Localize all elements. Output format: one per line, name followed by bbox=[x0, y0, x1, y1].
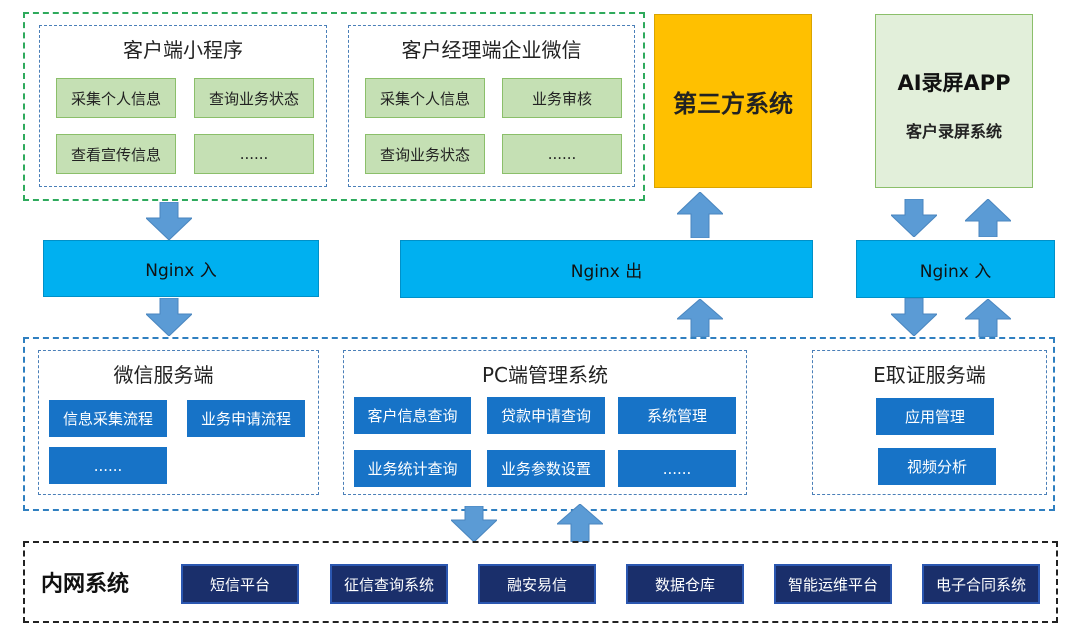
up-arrow-icon bbox=[677, 299, 723, 337]
ai-app-subtitle: 客户录屏系统 bbox=[905, 122, 1002, 141]
down-arrow-icon bbox=[146, 298, 192, 336]
credit-query-system[interactable]: 征信查询系统 bbox=[330, 564, 448, 604]
down-arrow-icon bbox=[146, 202, 192, 240]
data-warehouse[interactable]: 数据仓库 bbox=[626, 564, 744, 604]
wechat-server-title: 微信服务端 bbox=[113, 363, 214, 387]
e-evidence-panel: E取证服务端 应用管理 视频分析 bbox=[812, 350, 1047, 495]
mini-collect-info[interactable]: 采集个人信息 bbox=[56, 78, 176, 118]
mgr-business-review[interactable]: 业务审核 bbox=[502, 78, 622, 118]
system-management[interactable]: 系统管理 bbox=[618, 397, 736, 434]
server-group bbox=[23, 337, 1055, 511]
business-param-settings[interactable]: 业务参数设置 bbox=[487, 450, 605, 487]
up-arrow-icon bbox=[677, 192, 723, 238]
third-party-box[interactable]: 第三方系统 bbox=[654, 14, 812, 188]
up-arrow-icon bbox=[965, 199, 1011, 237]
mini-view-promo[interactable]: 查看宣传信息 bbox=[56, 134, 176, 174]
customer-info-query[interactable]: 客户信息查询 bbox=[354, 397, 471, 434]
mini-more[interactable]: ...... bbox=[194, 134, 314, 174]
up-arrow-icon bbox=[965, 299, 1011, 337]
e-contract-system[interactable]: 电子合同系统 bbox=[922, 564, 1040, 604]
pc-admin-title: PC端管理系统 bbox=[481, 363, 609, 387]
wechat-server-panel: 微信服务端 信息采集流程 业务申请流程 ...... bbox=[38, 350, 319, 495]
intranet-group bbox=[23, 541, 1058, 623]
business-apply-flow[interactable]: 业务申请流程 bbox=[187, 400, 305, 437]
down-arrow-icon bbox=[451, 506, 497, 542]
mgr-query-status[interactable]: 查询业务状态 bbox=[365, 134, 485, 174]
down-arrow-icon bbox=[891, 199, 937, 237]
mgr-more[interactable]: ...... bbox=[502, 134, 622, 174]
up-arrow-icon bbox=[557, 504, 603, 542]
nginx-in-left[interactable]: Nginx 入 bbox=[43, 240, 319, 297]
loan-apply-query[interactable]: 贷款申请查询 bbox=[487, 397, 605, 434]
pc-admin-panel: PC端管理系统 客户信息查询 贷款申请查询 系统管理 业务统计查询 业务参数设置… bbox=[343, 350, 747, 495]
ai-app-box[interactable]: AI录屏APP 客户录屏系统 bbox=[875, 14, 1033, 188]
intranet-title: 内网系统 bbox=[41, 572, 130, 597]
pc-admin-more[interactable]: ...... bbox=[618, 450, 736, 487]
info-collect-flow[interactable]: 信息采集流程 bbox=[49, 400, 167, 437]
wechat-more[interactable]: ...... bbox=[49, 447, 167, 484]
sms-platform[interactable]: 短信平台 bbox=[181, 564, 299, 604]
e-evidence-title: E取证服务端 bbox=[873, 363, 986, 387]
client-group bbox=[23, 12, 645, 201]
nginx-out-middle[interactable]: Nginx 出 bbox=[400, 240, 813, 298]
ai-app-title: AI录屏APP bbox=[897, 71, 1011, 95]
rongan-yixin[interactable]: 融安易信 bbox=[478, 564, 596, 604]
smart-ops-platform[interactable]: 智能运维平台 bbox=[774, 564, 892, 604]
third-party-title: 第三方系统 bbox=[673, 89, 793, 118]
nginx-in-right[interactable]: Nginx 入 bbox=[856, 240, 1055, 298]
video-analysis[interactable]: 视频分析 bbox=[878, 448, 996, 485]
mgr-collect-info[interactable]: 采集个人信息 bbox=[365, 78, 485, 118]
manager-wechat-panel: 客户经理端企业微信 采集个人信息 业务审核 查询业务状态 ...... bbox=[348, 25, 635, 187]
business-stats-query[interactable]: 业务统计查询 bbox=[354, 450, 471, 487]
mini-program-panel: 客户端小程序 采集个人信息 查询业务状态 查看宣传信息 ...... bbox=[39, 25, 327, 187]
down-arrow-icon bbox=[891, 298, 937, 336]
manager-wechat-title: 客户经理端企业微信 bbox=[401, 38, 582, 62]
mini-program-title: 客户端小程序 bbox=[123, 38, 243, 62]
app-management[interactable]: 应用管理 bbox=[876, 398, 994, 435]
mini-query-status[interactable]: 查询业务状态 bbox=[194, 78, 314, 118]
